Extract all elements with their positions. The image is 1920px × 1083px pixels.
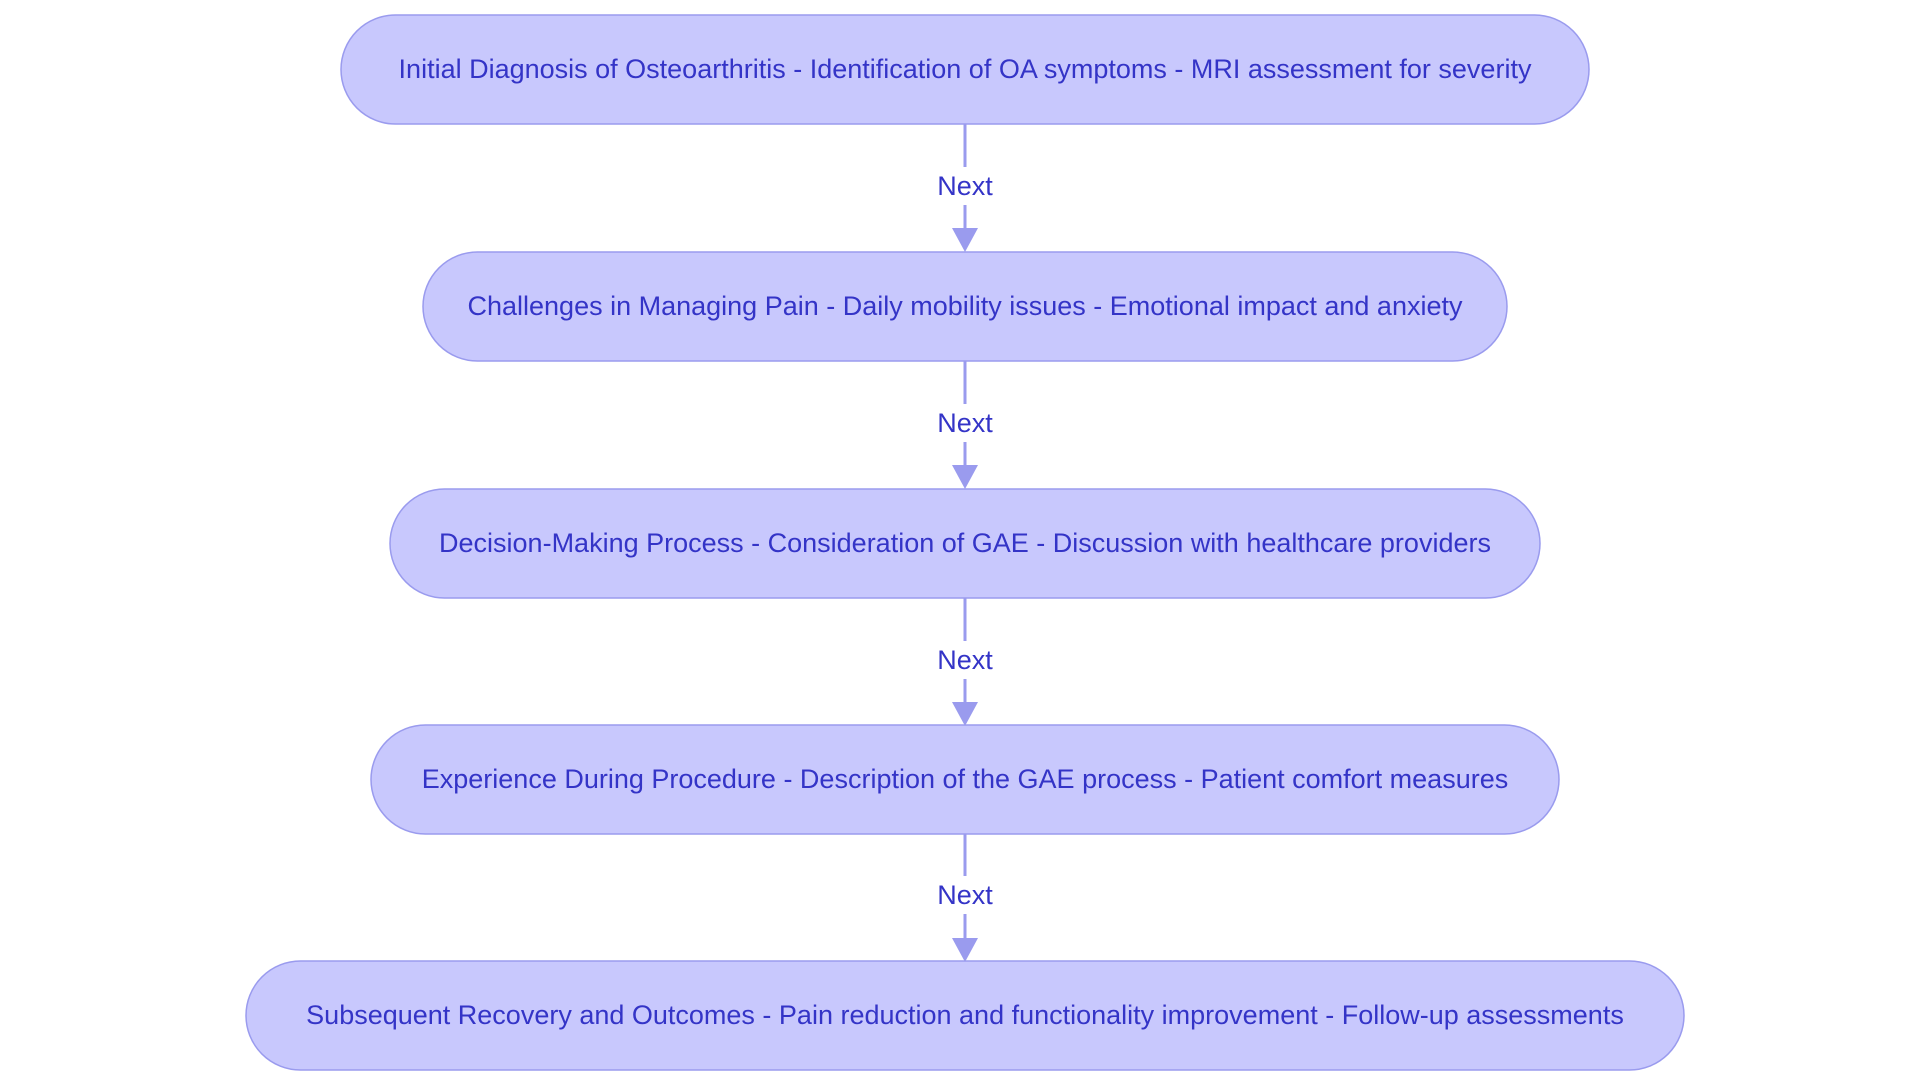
node-label: Initial Diagnosis of Osteoarthritis - Id…: [399, 54, 1532, 84]
node-label: Challenges in Managing Pain - Daily mobi…: [468, 291, 1463, 321]
node-pill: [389, 488, 1541, 599]
node-pill: [340, 14, 1590, 125]
flow-node-initial-diagnosis: Initial Diagnosis of Osteoarthritis - Id…: [340, 14, 1590, 125]
edge-1: Next: [930, 361, 1000, 489]
edge-3: Next: [930, 834, 1000, 962]
arrowhead-icon: [952, 465, 978, 489]
node-label: Subsequent Recovery and Outcomes - Pain …: [306, 1000, 1624, 1030]
node-label: Decision-Making Process - Consideration …: [439, 528, 1491, 558]
edge-label: Next: [937, 171, 993, 201]
flow-node-procedure-experience: Experience During Procedure - Descriptio…: [370, 724, 1560, 835]
node-pill: [245, 960, 1685, 1071]
arrowhead-icon: [952, 702, 978, 726]
arrowhead-icon: [952, 938, 978, 962]
edge-0: Next: [930, 124, 1000, 252]
node-pill: [422, 251, 1508, 362]
node-pill: [370, 724, 1560, 835]
node-label: Experience During Procedure - Descriptio…: [422, 764, 1508, 794]
edge-2: Next: [930, 598, 1000, 726]
edge-label: Next: [937, 408, 993, 438]
edge-label: Next: [937, 880, 993, 910]
flow-node-pain-challenges: Challenges in Managing Pain - Daily mobi…: [422, 251, 1508, 362]
arrowhead-icon: [952, 228, 978, 252]
flow-node-decision-making: Decision-Making Process - Consideration …: [389, 488, 1541, 599]
flow-node-recovery-outcomes: Subsequent Recovery and Outcomes - Pain …: [245, 960, 1685, 1071]
edge-label: Next: [937, 645, 993, 675]
